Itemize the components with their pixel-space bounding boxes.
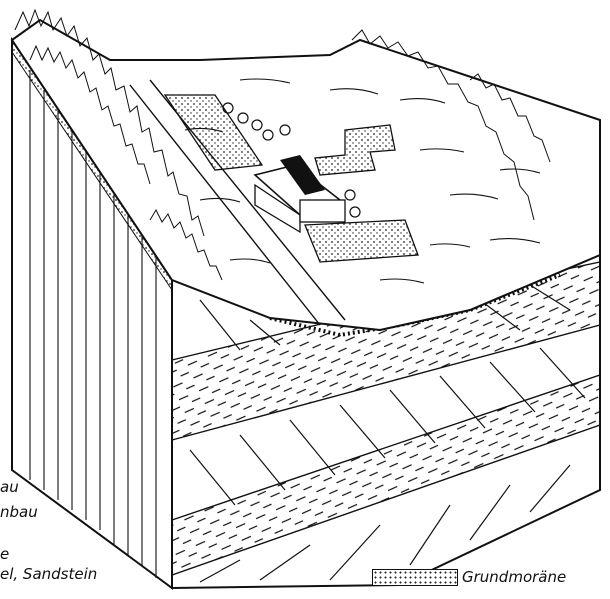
rock-label-4: el, Sandstein — [0, 567, 97, 582]
rock-label-1: au — [0, 480, 19, 495]
rock-label-3: e — [0, 547, 9, 562]
rock-label-2: nbau — [0, 505, 38, 520]
legend-label-moraine: Grundmoräne — [462, 568, 566, 586]
legend-swatch-moraine — [372, 569, 458, 586]
